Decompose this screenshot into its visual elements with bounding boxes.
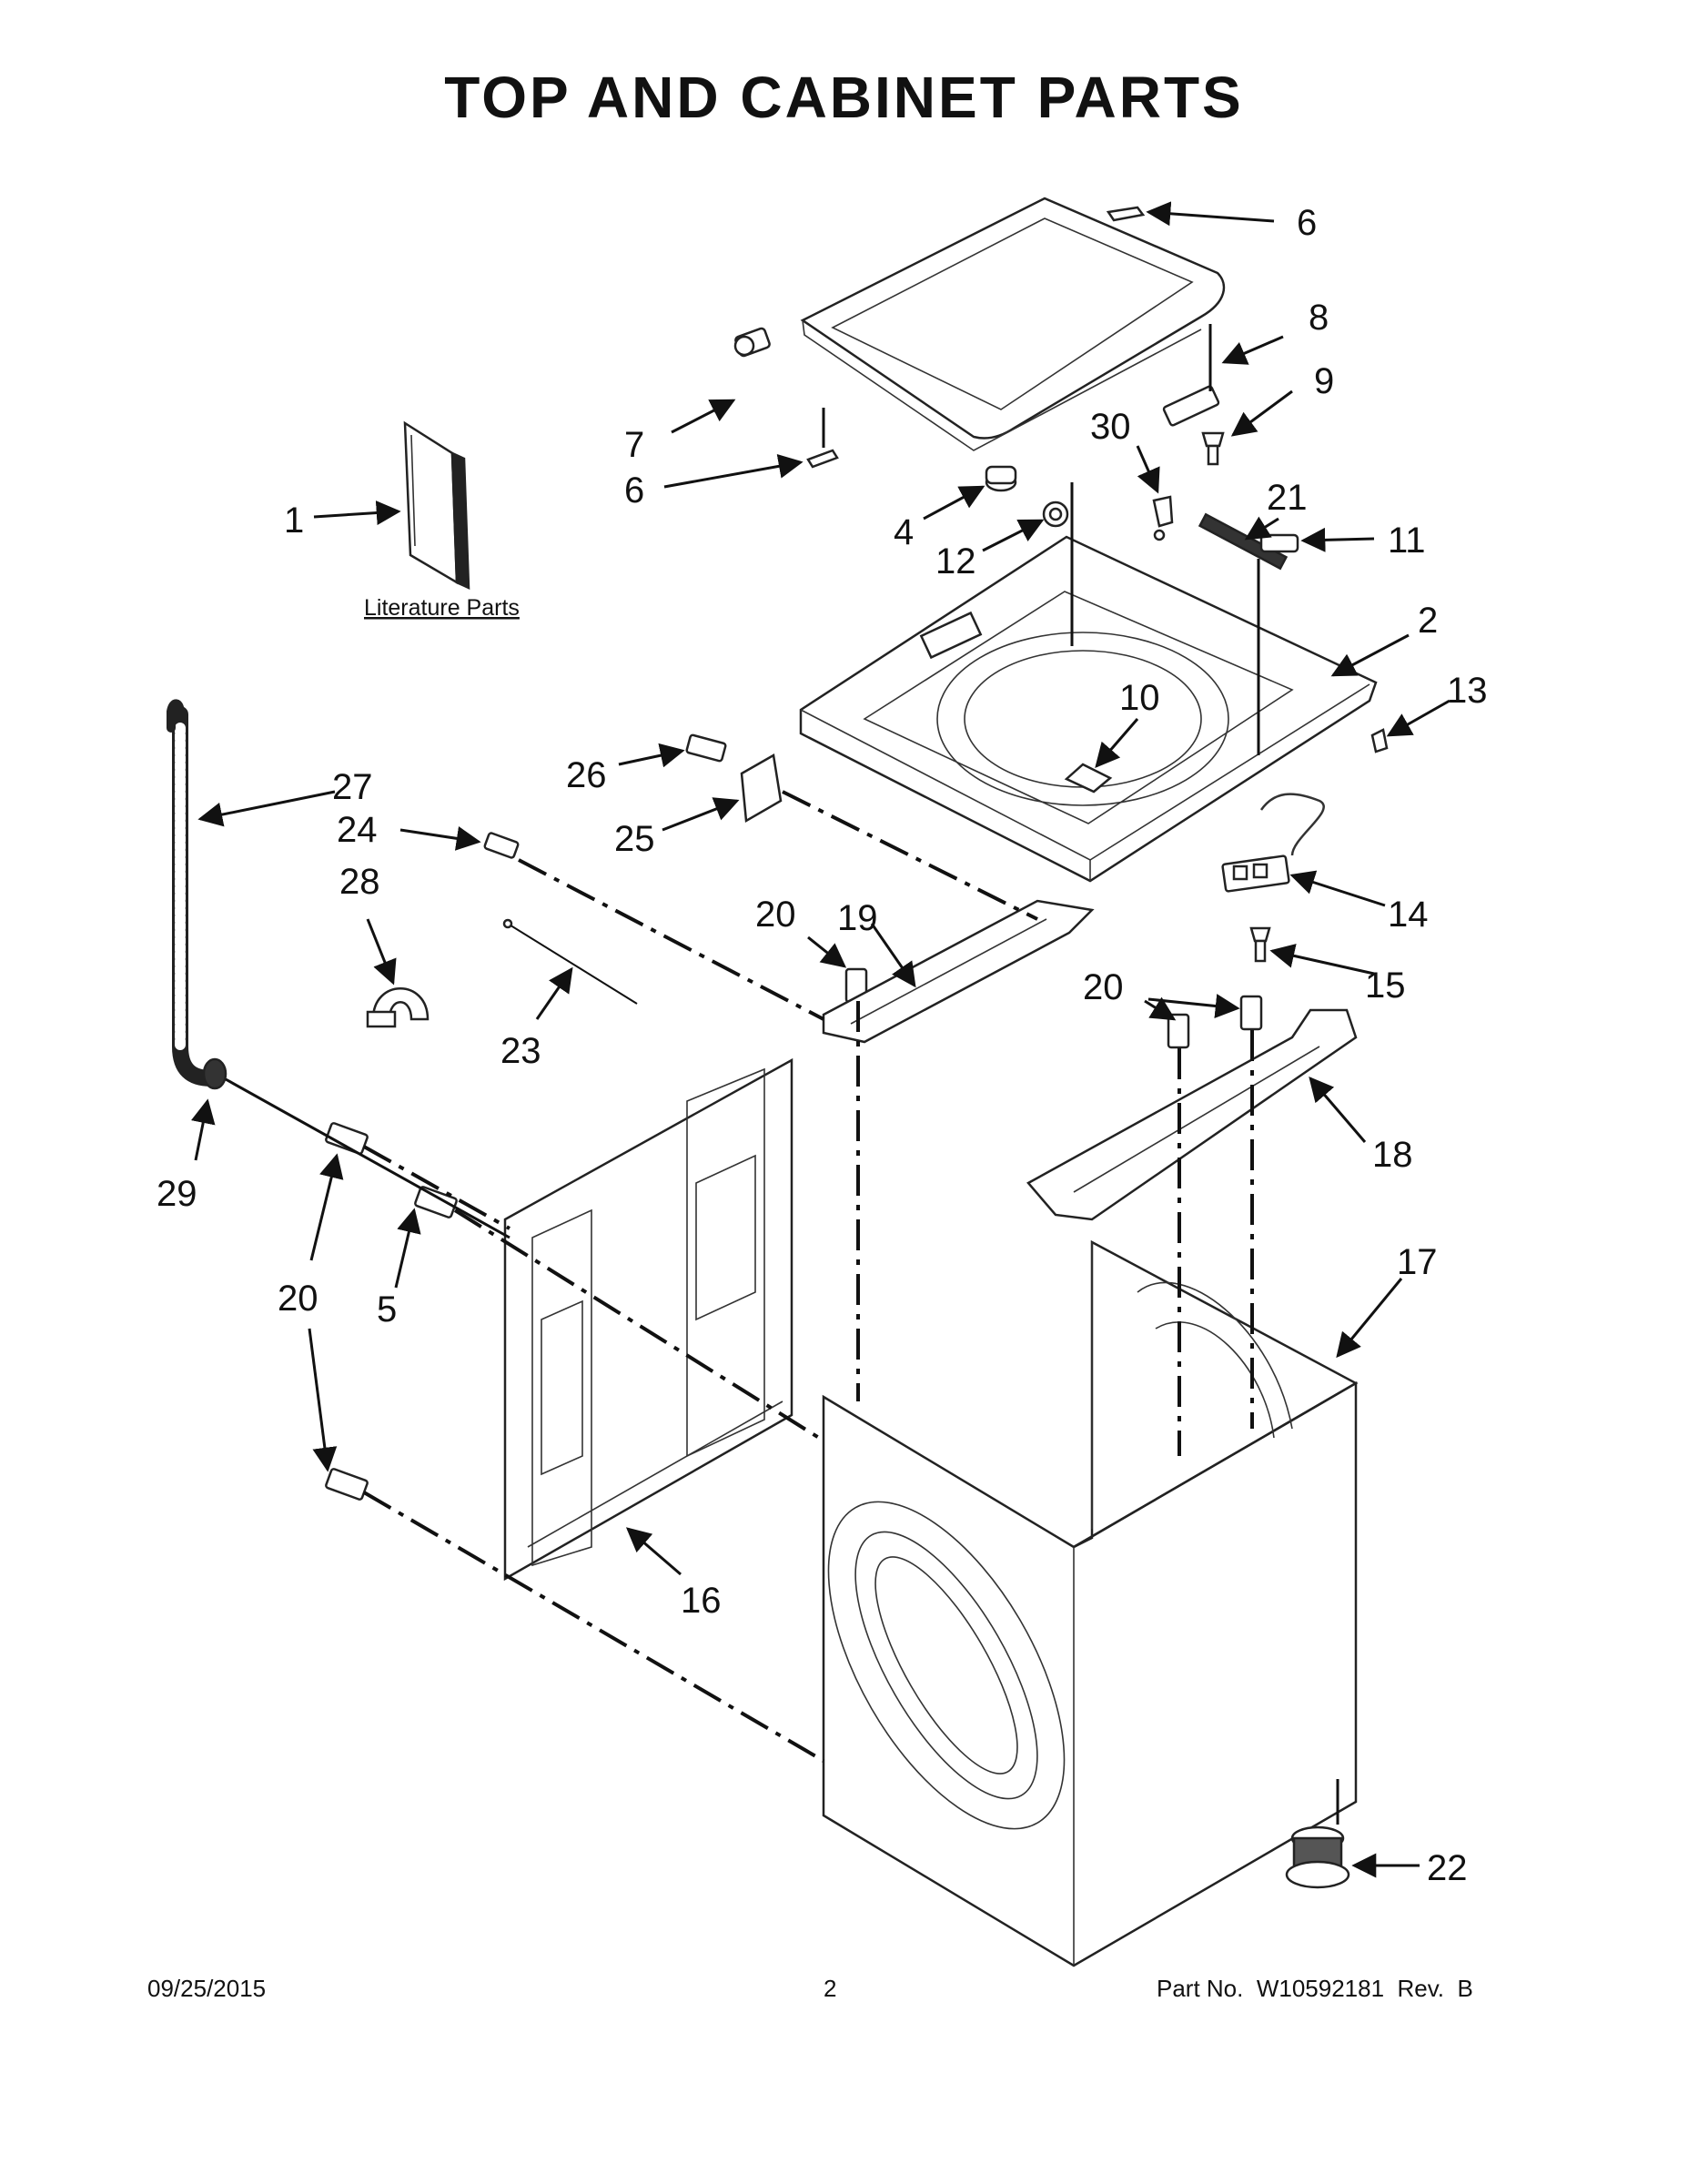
page-title: TOP AND CABINET PARTS	[444, 65, 1244, 130]
drain-hose	[167, 699, 219, 1087]
footer-date: 09/25/2015	[147, 1975, 267, 2002]
callout-11: 11	[1388, 521, 1426, 561]
rear-bracket-18	[1026, 1008, 1358, 1221]
assembly-line	[518, 858, 824, 1021]
screw-20-right-b	[1239, 995, 1263, 1031]
callout-4: 4	[894, 512, 914, 552]
callout-19: 19	[837, 898, 878, 938]
screw-24	[483, 832, 520, 859]
cabinet-17	[822, 1239, 1359, 1967]
grommet	[1042, 500, 1069, 528]
front-bracket-19	[822, 899, 1095, 1044]
assembly-line	[362, 1491, 825, 1763]
leveling-foot-22	[1285, 1779, 1350, 1889]
callout-9: 9	[1314, 361, 1334, 401]
hose-line	[225, 1077, 510, 1239]
callout-6-top: 6	[1297, 203, 1317, 243]
callout-29: 29	[157, 1174, 197, 1214]
lock-screw	[1201, 431, 1225, 466]
callout-8: 8	[1309, 298, 1329, 338]
callout-20-mid: 20	[755, 895, 796, 935]
callout-10: 10	[1119, 678, 1160, 718]
callout-20-right: 20	[1083, 967, 1124, 1007]
callout-26: 26	[566, 755, 607, 795]
assembly-line	[453, 1208, 821, 1440]
hinge-pin-bottom	[806, 449, 839, 469]
screw-5	[414, 1186, 458, 1218]
bracket-25	[740, 753, 783, 824]
callout-2: 2	[1418, 601, 1438, 641]
rear-panel-16	[503, 1057, 793, 1582]
callout-13: 13	[1447, 671, 1488, 711]
tab-13	[1370, 728, 1389, 753]
callout-17: 17	[1397, 1242, 1438, 1282]
leader-arrows	[190, 201, 1450, 1878]
callout-7: 7	[624, 425, 644, 465]
callout-20-left: 20	[278, 1279, 318, 1319]
hinge-pin-top	[1106, 206, 1146, 222]
callout-27: 27	[332, 767, 373, 807]
lid-bumper	[985, 465, 1017, 492]
assembly-line	[782, 790, 1038, 921]
lid-lock-switch	[1162, 324, 1220, 427]
callout-24: 24	[337, 810, 378, 850]
rod-23	[502, 918, 638, 1005]
assembly-line	[363, 1145, 510, 1230]
callout-15: 15	[1365, 966, 1406, 1006]
callout-28: 28	[339, 862, 380, 902]
footer-part-number: Part No. W10592181 Rev. B	[1157, 1975, 1473, 2002]
callout-5: 5	[377, 1289, 397, 1330]
footer-page-number: 2	[824, 1975, 837, 2002]
lid	[800, 197, 1226, 451]
callout-14: 14	[1388, 895, 1429, 935]
lid-hinge-bolt	[733, 327, 771, 358]
screw-20-left-bottom	[325, 1468, 369, 1501]
screw-26	[685, 733, 727, 763]
callout-16: 16	[681, 1581, 722, 1621]
callout-22: 22	[1427, 1848, 1468, 1888]
callout-6-bottom: 6	[624, 470, 644, 511]
literature-booklet	[403, 420, 470, 590]
hose-clamp-29	[202, 1057, 227, 1090]
screw-20-right-a	[1167, 1013, 1190, 1049]
hose-elbow-28	[366, 987, 430, 1028]
callout-21: 21	[1267, 478, 1308, 518]
callout-25: 25	[614, 819, 655, 859]
callout-30: 30	[1090, 407, 1131, 447]
switch-harness	[1221, 793, 1325, 893]
literature-parts-label: Literature Parts	[364, 595, 520, 621]
screw-15	[1249, 926, 1271, 963]
top-panel	[799, 482, 1378, 883]
screw-20-left-top	[325, 1122, 369, 1155]
callout-23: 23	[500, 1031, 541, 1071]
callout-1: 1	[284, 500, 304, 541]
bracket-30	[1152, 495, 1174, 541]
lid-switch-11	[1259, 533, 1299, 553]
callout-12: 12	[935, 541, 976, 581]
callout-18: 18	[1372, 1135, 1413, 1175]
